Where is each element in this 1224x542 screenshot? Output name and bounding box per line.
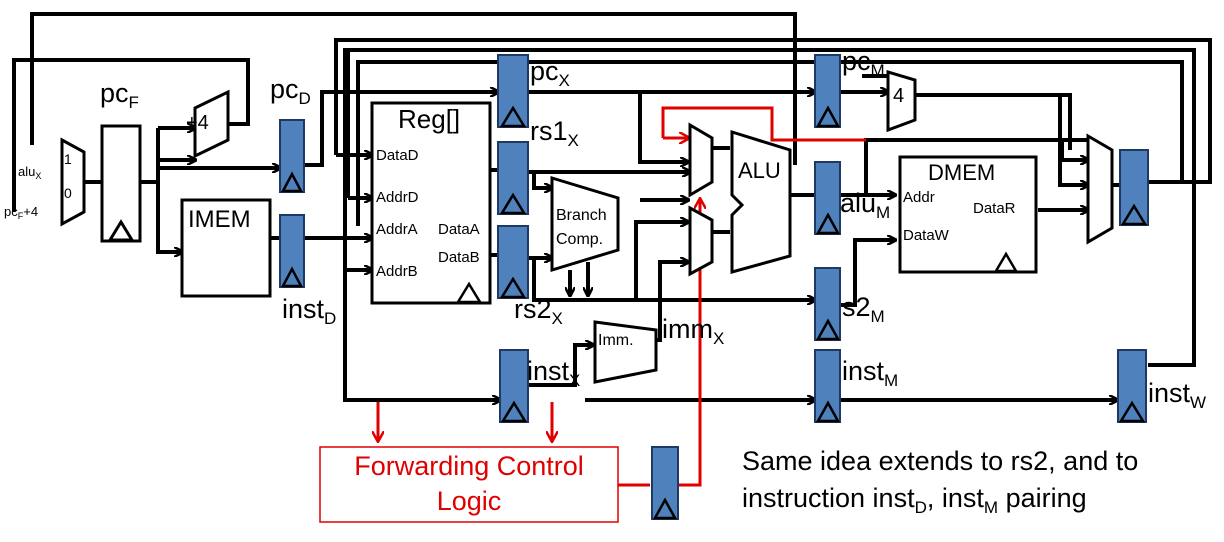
rs2X-label: rs2X bbox=[514, 294, 563, 328]
svg-text:pcF+4: pcF+4 bbox=[4, 204, 38, 221]
adder-plus4-mem: 4 bbox=[886, 69, 917, 133]
pc-register bbox=[100, 124, 142, 243]
svg-text:DMEM: DMEM bbox=[928, 160, 995, 185]
alu-mux-a bbox=[688, 122, 714, 198]
svg-text:DataA: DataA bbox=[438, 221, 480, 238]
immX-label: immX bbox=[662, 314, 724, 348]
dmem: DMEM Addr DataW DataR bbox=[898, 155, 1038, 274]
register-file: Reg[] DataD AddrD AddrA AddrB DataA Data… bbox=[370, 101, 492, 305]
pipe-reg-pcM bbox=[814, 54, 841, 128]
svg-text:aluX: aluX bbox=[18, 164, 41, 181]
pcD-label: pcD bbox=[270, 74, 311, 108]
svg-text:Forwarding Control: Forwarding Control bbox=[354, 451, 584, 481]
svg-text:DataW: DataW bbox=[903, 227, 950, 244]
svg-text:Same idea extends to rs2, and: Same idea extends to rs2, and to bbox=[742, 446, 1138, 476]
pipe-reg-instX bbox=[499, 349, 529, 423]
svg-text:Branch: Branch bbox=[556, 207, 607, 224]
pipe-reg-instM bbox=[814, 349, 841, 423]
forwarding-path bbox=[378, 106, 866, 487]
svg-text:+4: +4 bbox=[186, 112, 209, 134]
pipe-reg-instD bbox=[279, 214, 305, 288]
pipe-reg-wb bbox=[1119, 149, 1149, 226]
rs1X-label: rs1X bbox=[530, 116, 579, 150]
svg-text:Logic: Logic bbox=[437, 486, 502, 516]
forwarding-control-logic: Forwarding Control Logic bbox=[319, 446, 619, 523]
instX-label: instX bbox=[527, 356, 580, 390]
pipe-reg-forward bbox=[651, 446, 679, 520]
imm-generator: Imm. bbox=[593, 320, 658, 384]
pc-mux: 1 0 bbox=[60, 137, 86, 227]
instM-label: instM bbox=[842, 356, 898, 390]
aluM-label: aluM bbox=[840, 188, 890, 222]
pipe-reg-rs1X bbox=[497, 141, 529, 215]
svg-text:AddrD: AddrD bbox=[376, 189, 419, 206]
svg-text:DataR: DataR bbox=[973, 200, 1016, 217]
explanatory-note: Same idea extends to rs2, and to instruc… bbox=[742, 446, 1138, 517]
svg-text:Reg[]: Reg[] bbox=[398, 104, 460, 134]
instW-label: instW bbox=[1148, 378, 1206, 412]
pipe-reg-s2M bbox=[814, 267, 841, 341]
mux-label-alux: aluX bbox=[18, 164, 41, 181]
svg-text:0: 0 bbox=[64, 185, 72, 201]
datapath-wires bbox=[12, 12, 1212, 400]
alu-mux-b bbox=[688, 205, 714, 277]
pcM-label: pcM bbox=[842, 46, 885, 80]
svg-text:IMEM: IMEM bbox=[188, 206, 251, 233]
svg-text:Imm.: Imm. bbox=[598, 332, 634, 349]
branch-comparator: Branch Comp. bbox=[550, 175, 620, 273]
pcX-label: pcX bbox=[530, 56, 570, 90]
svg-text:Addr: Addr bbox=[903, 189, 935, 206]
pipe-reg-rs2X bbox=[497, 225, 529, 299]
svg-text:AddrA: AddrA bbox=[376, 221, 418, 238]
imem: IMEM bbox=[180, 198, 272, 298]
svg-text:Comp.: Comp. bbox=[556, 231, 603, 248]
writeback-mux bbox=[1086, 133, 1114, 245]
instD-label: instD bbox=[282, 294, 336, 328]
pipe-reg-pcD bbox=[279, 119, 305, 193]
pcF-label: pcF bbox=[100, 78, 139, 112]
svg-text:ALU: ALU bbox=[738, 158, 781, 183]
svg-text:AddrB: AddrB bbox=[376, 263, 418, 280]
svg-text:1: 1 bbox=[64, 151, 72, 167]
pipe-reg-aluM bbox=[814, 161, 841, 235]
svg-text:instruction instD, instM pairi: instruction instD, instM pairing bbox=[742, 483, 1087, 517]
adder-plus4-fetch: +4 bbox=[186, 89, 230, 159]
svg-text:DataD: DataD bbox=[376, 147, 419, 164]
svg-text:4: 4 bbox=[893, 85, 904, 107]
svg-text:DataB: DataB bbox=[438, 249, 480, 266]
pipe-reg-pcX bbox=[497, 54, 529, 128]
pipe-reg-instW bbox=[1117, 349, 1147, 423]
mux-label-pcf4: pcF+4 bbox=[4, 204, 38, 221]
alu: ALU bbox=[730, 129, 792, 274]
s2M-label: s2M bbox=[842, 292, 885, 326]
